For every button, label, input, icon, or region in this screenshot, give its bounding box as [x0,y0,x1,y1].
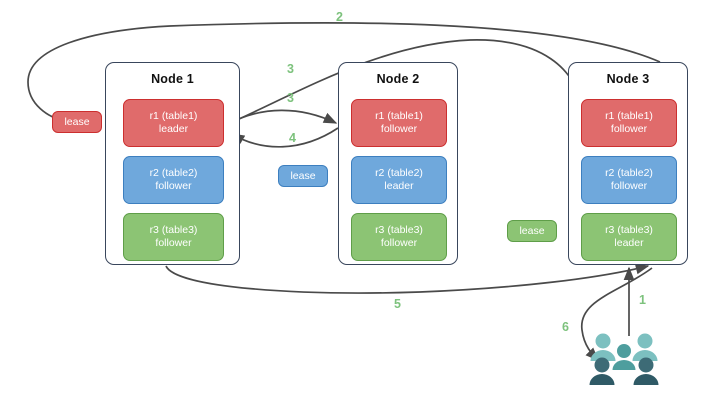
step-label-3-2: 3 [287,62,294,76]
node-title-2: Node 2 [376,72,420,86]
step-label-3-3: 3 [287,91,294,105]
step-label-1-0: 1 [639,293,646,307]
replica-role: follower [380,123,418,135]
arrow-step-3-to-node3 [227,39,587,125]
replica-name: r2 (table2) [605,167,653,180]
arrow-step-4 [230,127,339,148]
replica-role: leader [614,237,644,249]
arrow-step-3-to-node2 [227,109,338,125]
replica-r1-node2[interactable]: r1 (table1)follower [351,99,447,147]
replica-r2-node2[interactable]: r2 (table2)leader [351,156,447,204]
replica-role: leader [158,123,189,135]
replica-name: r2 (table2) [375,167,423,180]
replica-r3-node2[interactable]: r3 (table3)follower [351,213,447,261]
replica-name: r2 (table2) [149,167,198,180]
lease-red-chip[interactable]: lease [52,111,102,133]
replica-role: follower [610,123,648,135]
people-group-icon [589,333,659,385]
replica-name: r3 (table3) [149,224,198,237]
replica-role: follower [380,237,418,249]
replica-name: r1 (table1) [605,110,653,123]
lease-green-chip[interactable]: lease [507,220,557,242]
replica-name: r1 (table1) [375,110,423,123]
replica-r2-node1[interactable]: r2 (table2)follower [123,156,224,204]
arrow-step-6 [581,267,653,361]
replica-name: r3 (table3) [375,224,423,237]
arrow-step-5 [165,263,650,294]
step-label-6-6: 6 [562,320,569,334]
replica-r1-node1[interactable]: r1 (table1)leader [123,99,224,147]
replica-role: leader [384,180,414,192]
replica-r3-node1[interactable]: r3 (table3)follower [123,213,224,261]
replica-role: follower [155,180,192,192]
step-label-4-4: 4 [289,131,296,145]
arrow-step-2 [27,21,661,125]
step-label-2-1: 2 [336,10,343,24]
replica-name: r1 (table1) [149,110,198,123]
replica-r3-node3[interactable]: r3 (table3)leader [581,213,677,261]
lease-blue-chip[interactable]: lease [278,165,328,187]
replica-role: follower [610,180,648,192]
node-title-3: Node 3 [606,72,650,86]
replica-r1-node3[interactable]: r1 (table1)follower [581,99,677,147]
replica-r2-node3[interactable]: r2 (table2)follower [581,156,677,204]
step-label-5-5: 5 [394,297,401,311]
replica-role: follower [155,237,192,249]
replica-name: r3 (table3) [605,224,653,237]
node-title-1: Node 1 [151,72,194,86]
